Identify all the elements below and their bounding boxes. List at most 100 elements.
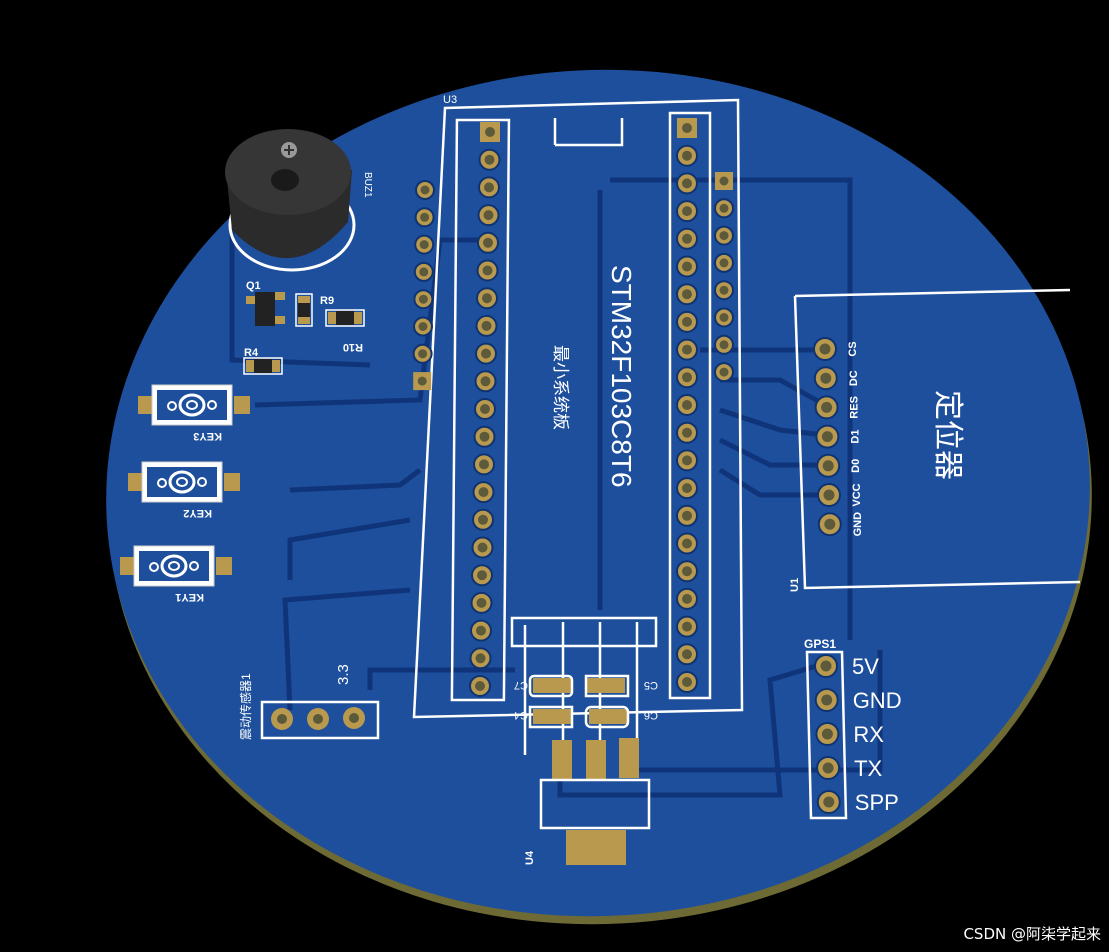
header-pin-right [676, 671, 698, 693]
r9-label: R9 [320, 295, 334, 307]
header-pin-left [475, 342, 497, 365]
gps-pin-label: 5V [852, 654, 879, 679]
gps-pin-rx [815, 722, 840, 746]
gps1-header: GPS1 [804, 637, 848, 820]
r10-label: R10 [343, 341, 363, 353]
oled-pin-label: VCC [851, 483, 863, 506]
header-pin-aux [414, 207, 435, 228]
r4-label: R4 [244, 347, 259, 359]
header-pin-aux [413, 261, 434, 282]
min-system-label: 最小系统板 [551, 345, 570, 430]
oled-pin-label: CS [847, 341, 859, 356]
vib-sensor-label: 震动传感器1 [238, 673, 253, 740]
u1-label: U1 [789, 578, 801, 592]
header-pin-extra [714, 225, 734, 246]
header-pin-left [480, 122, 500, 142]
header-pin-right [676, 283, 698, 306]
header-pin-left [474, 370, 497, 393]
header-pin-left [477, 231, 499, 254]
vibration-sensor: 震动传感器1 3.3 [238, 664, 380, 740]
key1-label: KEY1 [175, 591, 204, 603]
gps1-label: GPS1 [804, 637, 836, 651]
oled-pin-label: D0 [850, 459, 862, 473]
gps-pin-spp [816, 790, 841, 814]
header-pin-right [676, 144, 698, 167]
header-pin-right [677, 118, 697, 138]
mcu-label: STM32F103C8T6 [606, 265, 637, 488]
gps-pin-label: RX [853, 722, 884, 747]
header-pin-left [478, 176, 500, 199]
oled-pin-res [814, 395, 839, 420]
oled-pin-dc [813, 366, 838, 391]
header-pin-extra [714, 334, 734, 355]
oled-pin-d0 [816, 453, 841, 478]
header-pin-left [472, 508, 494, 531]
header-pin-aux [413, 372, 432, 391]
gps-pin-label: GND [853, 688, 902, 713]
header-pin-left [474, 398, 496, 420]
regulator-area: C7 C5 C4 C6 U4 [510, 616, 658, 865]
oled-pin-gnd [817, 512, 842, 537]
key-switch-key1: KEY1 [120, 545, 232, 603]
header-pin-right [676, 643, 698, 666]
header-pin-left [469, 647, 492, 670]
oled-pin-label: D1 [849, 430, 861, 444]
header-pin-right [676, 200, 698, 223]
header-pin-right [676, 587, 698, 610]
oled-pin-vcc [817, 483, 841, 507]
key3-label: KEY3 [193, 430, 222, 442]
v33-label: 3.3 [335, 664, 352, 685]
header-pin-left [475, 314, 498, 337]
header-pin-right [676, 227, 698, 250]
oled-pin-d1 [815, 424, 840, 449]
key-switch-key2: KEY2 [128, 461, 240, 519]
u3-label: U3 [443, 94, 457, 106]
gps-pin-label: SPP [855, 790, 899, 815]
header-pin-left [477, 204, 500, 227]
oled-pin-label: GND [852, 512, 864, 537]
header-pin-aux [413, 289, 434, 310]
header-pin-right [676, 394, 698, 416]
header-pin-extra [714, 362, 734, 383]
header-pin-left [470, 591, 493, 614]
header-pin-aux [413, 316, 433, 337]
header-pin-right [676, 255, 698, 278]
oled-pin-cs [813, 337, 837, 361]
gps-pin-gnd [814, 688, 839, 712]
header-pin-right [676, 477, 698, 500]
header-pin-aux [412, 343, 433, 364]
gps-pin-5v [814, 654, 838, 678]
oled-pin-label: RES [849, 396, 861, 419]
header-pin-right [676, 172, 698, 195]
c7-label: C7 [514, 679, 528, 691]
u1-locator-module: U1 定位器 [789, 288, 1081, 592]
header-pin-left [476, 259, 499, 282]
key2-label: KEY2 [183, 507, 212, 519]
header-pin-right [676, 310, 698, 333]
header-pin-left [476, 287, 498, 310]
c6-label: C6 [644, 709, 658, 721]
header-pin-left [473, 453, 495, 476]
header-pin-left [469, 675, 491, 697]
header-pin-right [676, 366, 698, 389]
header-pin-extra [714, 307, 734, 328]
header-pin-left [472, 481, 495, 504]
header-pin-right [676, 504, 698, 527]
header-pin-extra [715, 172, 733, 190]
watermark: CSDN @阿柒学起来 [963, 925, 1101, 943]
locator-label: 定位器 [931, 390, 964, 480]
header-pin-left [470, 619, 492, 642]
gps-pin-tx [816, 756, 841, 780]
buzzer: BUZ1 [225, 129, 373, 272]
header-pin-right [676, 421, 698, 444]
header-pin-left [478, 148, 501, 171]
key-switch-key3: KEY3 [138, 384, 250, 442]
q1-label: Q1 [246, 280, 261, 292]
header-pins [412, 118, 734, 697]
header-pin-left [471, 536, 494, 559]
c4-label: C4 [514, 709, 528, 721]
u3-module: U3 STM32F103C8T6 最小系统板 [412, 94, 744, 719]
q1-r9-r10-r4: Q1 R9 R10 R4 [243, 280, 365, 375]
